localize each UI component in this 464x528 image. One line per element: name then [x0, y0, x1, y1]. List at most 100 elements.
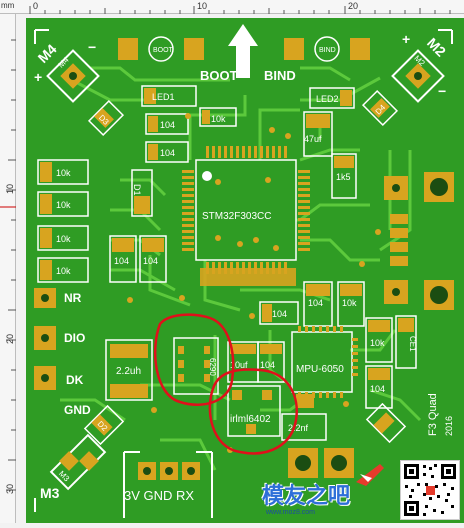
- mcu-bottom-pins-block: [200, 268, 296, 286]
- motor-m4-plus: +: [34, 69, 42, 85]
- cap-104-e-outline: [257, 341, 285, 383]
- motor-m4-minus: −: [88, 39, 96, 55]
- pad-dk-label: DK: [66, 373, 84, 387]
- pad-right-column: [390, 214, 408, 266]
- led2-label: LED2: [316, 94, 339, 104]
- led2-pad: [340, 90, 352, 106]
- bind-pad-right: [350, 38, 370, 60]
- annotation-circles: [153, 313, 298, 455]
- plane-icon-wing: [360, 474, 372, 482]
- cap-104-b: 104: [145, 141, 189, 163]
- watermark-plane-icon: [356, 464, 384, 486]
- regulator-pin-1: [178, 346, 184, 354]
- ce1-outline: [395, 315, 417, 369]
- cap-104-r-outline: [303, 281, 333, 327]
- led2: LED2: [309, 87, 355, 109]
- caps-104-left-pair: 104 104: [109, 235, 167, 283]
- r10k-side-2-label: 10k: [56, 200, 71, 210]
- cap-104-d-outline: [139, 235, 167, 283]
- board-outline-marks: [34, 29, 453, 512]
- diode-d-bottom-right: [365, 402, 407, 444]
- regulator-6290: 6290: [173, 337, 219, 395]
- right-column-parts: 10k 104 CE1: [365, 315, 417, 409]
- mosfet-pin-2: [262, 390, 272, 400]
- power-connector-label: 3V GND RX: [124, 488, 194, 503]
- qr-code-pattern: [404, 464, 456, 516]
- cap-104-a-label: 104: [160, 120, 175, 130]
- r10k-side-3-outline: [37, 225, 89, 251]
- large-pads-right: [384, 172, 454, 310]
- ruler-left-tick-10: 10: [5, 184, 15, 194]
- side-io-pads: NR DIO DK GND: [34, 288, 91, 417]
- r10k-side-2-outline: [37, 191, 89, 217]
- cap-104-e: 104: [257, 341, 285, 383]
- mcu-body: [195, 159, 297, 261]
- pad-right-1-hole: [392, 184, 400, 192]
- mcu-stm32: STM32F303CC: [182, 146, 310, 274]
- mcu-pin1-marker: [202, 171, 212, 181]
- pcb-drawing: M4 M4 + − M2 M2 + − M3 M3 BOOT BIND BOOT…: [26, 18, 464, 523]
- ruler-tick-20: 20: [348, 1, 358, 11]
- watermark-logo-text: 模友之吧: [262, 484, 351, 509]
- annotation-circle-mosfet: [208, 368, 298, 455]
- motor-m2-outline: [391, 49, 445, 103]
- cap-104-r-pad: [306, 284, 330, 296]
- board-title: F3 Quad 2016: [427, 393, 454, 436]
- pcb-board: M4 M4 + − M2 M2 + − M3 M3 BOOT BIND BOOT…: [26, 18, 464, 523]
- pad-right-4-hole: [430, 286, 448, 304]
- d1-outline: [131, 169, 153, 217]
- pad-right-3-hole: [392, 288, 400, 296]
- power-connector: 3V GND RX: [123, 451, 213, 518]
- r10k-right-pad: [340, 284, 362, 296]
- motor-m3-group: M3 M3: [40, 433, 107, 501]
- d1-pad: [134, 196, 150, 214]
- cap-104-br-label: 104: [370, 384, 385, 394]
- regulator-pin-5: [204, 360, 210, 368]
- d3-outline: [87, 99, 125, 137]
- resistor-1k5: 1k5: [331, 153, 357, 199]
- led1-label: LED1: [152, 92, 175, 102]
- cap-104-br-pad: [368, 368, 390, 380]
- cap-10uf-label: 10uf: [230, 360, 248, 370]
- r1k5-label: 1k5: [336, 172, 351, 182]
- cap-104-d-pad: [142, 238, 164, 252]
- cap-104-a-pad: [148, 116, 158, 132]
- mosfet-label: irlml6402: [230, 414, 271, 425]
- diode-d2: D2: [83, 404, 125, 446]
- motor-m3-pad-b: [79, 451, 99, 471]
- inductor-pad-bottom: [110, 384, 148, 398]
- button-pads: BOOT BIND BOOT BIND: [118, 24, 370, 83]
- watermark-logo: 模友之吧 www.moz8.com: [262, 478, 408, 520]
- br-diode-pad: [373, 412, 395, 434]
- motor-m4-hole: [69, 72, 77, 80]
- ruler-left-tick-30: 30: [5, 484, 15, 494]
- ce1-pad: [398, 318, 414, 332]
- mosfet-pin-1: [232, 390, 242, 400]
- motor-m3-label: M3: [40, 485, 60, 501]
- top-ruler: mm 0 10 20: [0, 0, 464, 14]
- up-arrow-icon: [228, 24, 258, 78]
- mosfet-pin-3: [246, 424, 256, 434]
- d4-outline: [361, 89, 399, 127]
- r10k-side-4-pad: [40, 260, 52, 280]
- bind-button-circle: [314, 36, 340, 62]
- imu-label: MPU-6050: [296, 364, 344, 375]
- r10k-br-label: 10k: [370, 338, 385, 348]
- cap-104-mid-pad: [262, 304, 272, 322]
- motor-m2-minus: −: [438, 83, 446, 99]
- r10k-side-1-pad: [40, 162, 52, 182]
- pad-nr-label: NR: [64, 291, 82, 305]
- r10k-br-outline: [365, 317, 393, 363]
- pad-gnd-label: GND: [64, 403, 91, 417]
- regulator-outline: [173, 337, 219, 395]
- r10k-top-outline: [199, 107, 237, 127]
- motor-m3-pad-a: [59, 451, 79, 471]
- r10k-side-4-outline: [37, 257, 89, 283]
- mcu-label: STM32F303CC: [202, 211, 271, 222]
- power-pad-gnd-hole: [165, 467, 173, 475]
- left-ruler: 10 20 30: [0, 14, 16, 523]
- cap-47uf-outline: [303, 111, 333, 157]
- pad-nr-hole: [41, 294, 49, 302]
- regulator-pin-3: [178, 374, 184, 382]
- cap-104-b-label: 104: [160, 148, 175, 158]
